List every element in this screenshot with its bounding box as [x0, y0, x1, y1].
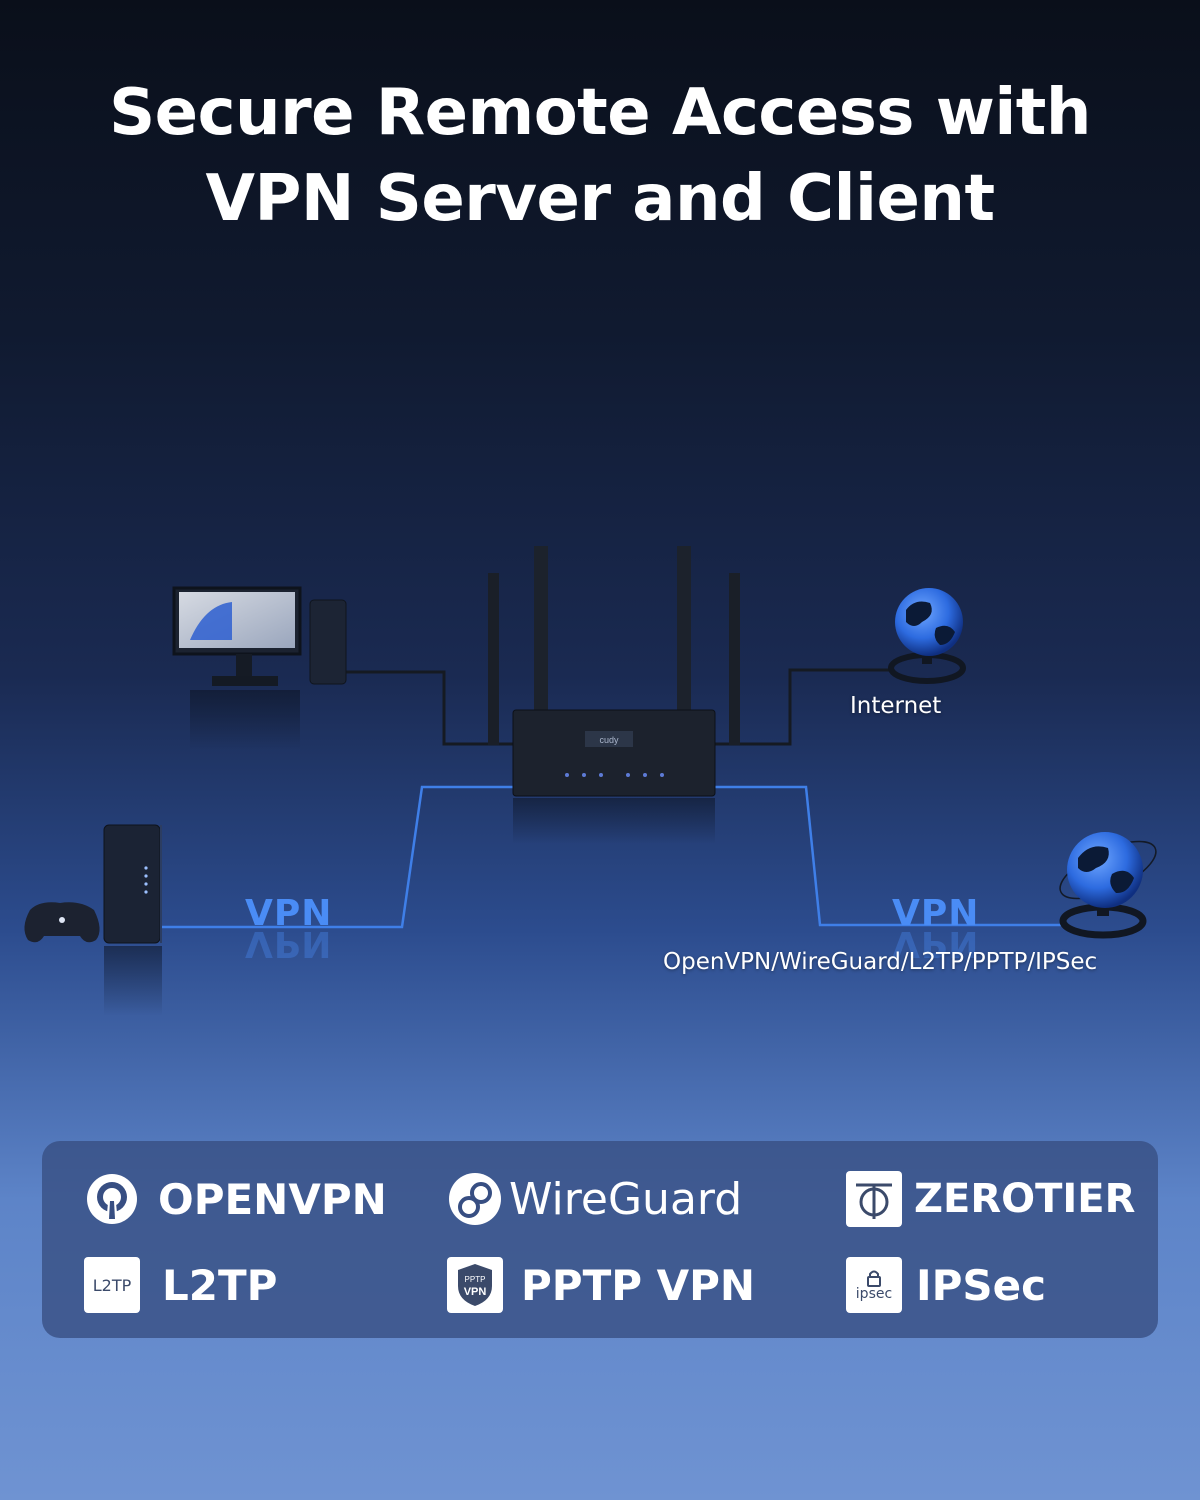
- protocol-l2tp: L2TP L2TP: [84, 1257, 277, 1313]
- vpn-links: [160, 785, 1062, 929]
- protocol-pptp: PPTP VPN PPTP VPN: [447, 1257, 755, 1313]
- vpn-left-text: VPN: [245, 893, 333, 934]
- internet-label: Internet: [850, 693, 942, 719]
- vpn-left-reflection: VPN: [245, 923, 333, 964]
- internet-globe-icon: [888, 588, 966, 684]
- ipsec-label: IPSec: [916, 1260, 1047, 1310]
- pptp-badge-top: PPTP: [465, 1275, 486, 1284]
- protocols-caption: OpenVPN/WireGuard/L2TP/PPTP/IPSec: [663, 949, 1098, 975]
- protocols-panel: OPENVPN WireGuard ZEROTIER L2TP: [42, 1141, 1158, 1338]
- desktop-computer: [172, 586, 347, 750]
- protocol-zerotier: ZEROTIER: [846, 1171, 1135, 1227]
- vpn-line-left: [160, 785, 515, 929]
- protocol-wireguard: WireGuard: [447, 1171, 742, 1227]
- vpn-left-label: VPN VPN: [245, 893, 333, 964]
- page-title: Secure Remote Access with VPN Server and…: [0, 70, 1200, 242]
- zerotier-label: ZEROTIER: [914, 1176, 1136, 1222]
- vpn-right-label: VPN VPN: [892, 893, 980, 964]
- wired-links: [345, 668, 890, 746]
- cable-router-internet: [712, 668, 890, 746]
- openvpn-label: OPENVPN: [158, 1174, 387, 1224]
- protocol-openvpn: OPENVPN: [84, 1171, 387, 1227]
- pptp-badge: PPTP VPN: [447, 1257, 503, 1313]
- router: cudy: [488, 546, 740, 844]
- l2tp-icon: L2TP: [84, 1257, 140, 1313]
- openvpn-icon: [84, 1171, 140, 1227]
- vpn-line-right: [712, 785, 1062, 927]
- zerotier-icon: [846, 1171, 902, 1227]
- router-brand: cudy: [599, 735, 619, 745]
- l2tp-label: L2TP: [162, 1260, 278, 1310]
- vpn-right-text: VPN: [892, 893, 980, 934]
- wireguard-icon: [447, 1171, 503, 1227]
- title-line-1: Secure Remote Access with: [109, 76, 1091, 150]
- ipsec-icon: ipsec: [846, 1257, 902, 1313]
- cable-pc-router: [345, 670, 515, 746]
- pptp-badge-bottom: VPN: [464, 1286, 487, 1298]
- ipsec-badge: ipsec: [846, 1257, 902, 1313]
- ipsec-badge-text: ipsec: [855, 1286, 893, 1302]
- l2tp-badge: L2TP: [84, 1257, 140, 1313]
- wireguard-label: WireGuard: [509, 1173, 743, 1225]
- title-line-2: VPN Server and Client: [205, 162, 995, 236]
- pptp-label: PPTP VPN: [521, 1260, 756, 1310]
- protocol-ipsec: ipsec IPSec: [846, 1257, 1046, 1313]
- pptp-icon: PPTP VPN: [447, 1257, 503, 1313]
- game-console: [24, 824, 162, 1016]
- remote-globe-icon: [1059, 832, 1157, 939]
